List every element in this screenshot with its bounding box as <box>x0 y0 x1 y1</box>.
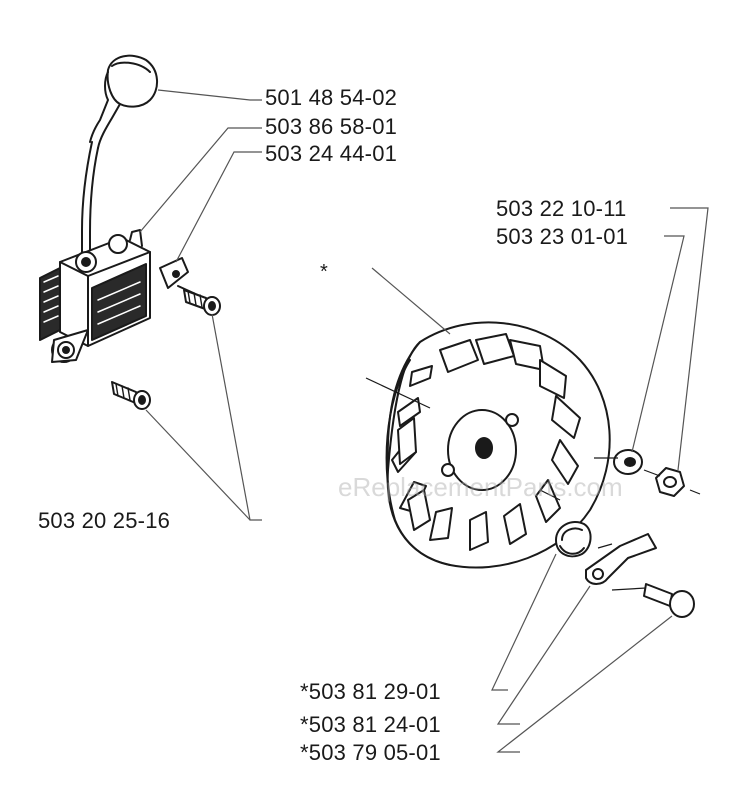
terminal-part-number: 503 24 44-01 <box>265 141 398 166</box>
spring-drawing <box>555 521 592 558</box>
axis-line <box>365 377 701 591</box>
nut-drawing <box>655 467 685 497</box>
watermark-text: eReplacementParts.com <box>338 472 623 502</box>
pin-drawing <box>643 583 695 618</box>
pawl-part-number: *503 81 24-01 <box>300 712 441 737</box>
washer-drawing <box>613 449 643 475</box>
flywheel-marker: * <box>320 261 328 283</box>
screws-part-number: 503 20 25-16 <box>38 508 171 533</box>
ignition-coil-drawing <box>39 229 151 363</box>
spring-part-number: *503 81 29-01 <box>300 679 441 704</box>
pin-part-number: *503 79 05-01 <box>300 740 441 765</box>
ignition-coil-part-number: 503 86 58-01 <box>265 114 398 139</box>
screw-lower-drawing <box>111 381 151 410</box>
screw-upper-drawing <box>183 289 221 316</box>
terminal-drawing <box>159 257 201 297</box>
pawl-drawing <box>585 533 657 585</box>
nut-part-number: 503 23 01-01 <box>496 224 629 249</box>
leader-lines <box>139 89 709 753</box>
spark-plug-cap-part-number: 501 48 54-02 <box>265 85 398 110</box>
ignition-lead-drawing <box>81 141 99 263</box>
flywheel-drawing <box>385 321 611 569</box>
washer-part-number: 503 22 10-11 <box>496 196 627 221</box>
spark-plug-boot-drawing <box>89 54 158 149</box>
